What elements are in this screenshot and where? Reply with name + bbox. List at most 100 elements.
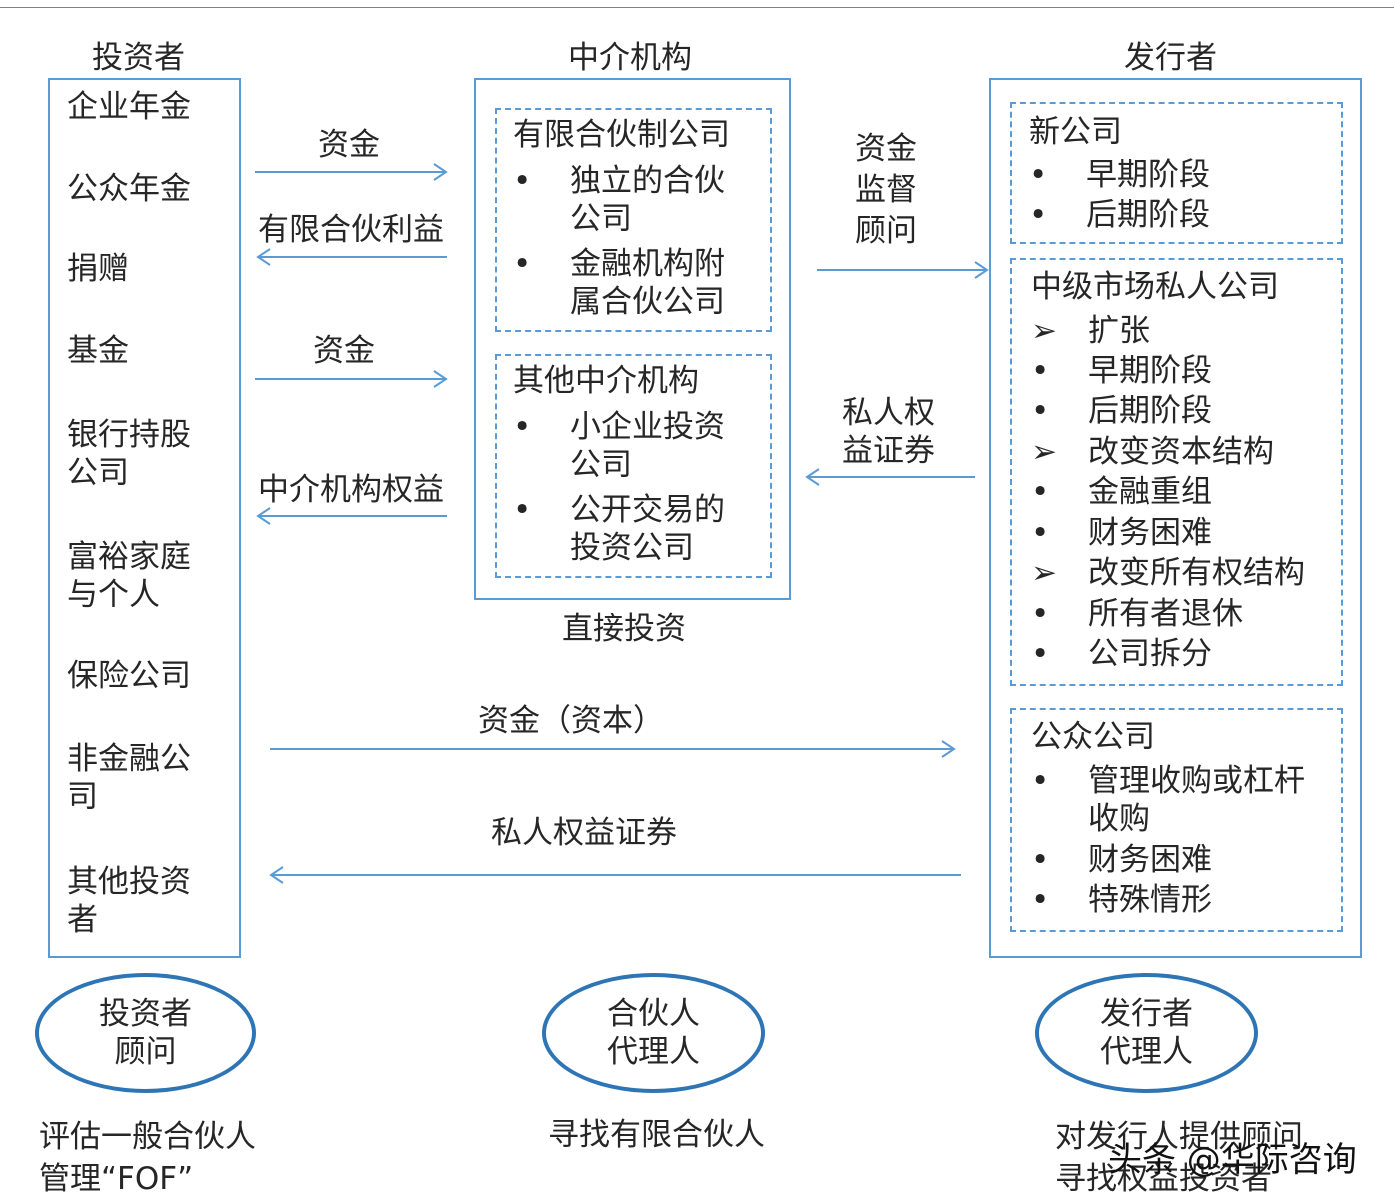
arrowhead-icon bbox=[974, 261, 989, 279]
lp-company-title: 有限合伙制公司 bbox=[513, 117, 730, 153]
list-item-label: 早期阶段 bbox=[1088, 353, 1212, 389]
list-item-label: 改变所有权结构 bbox=[1088, 555, 1305, 591]
investor-item: 公众年金 bbox=[67, 171, 191, 207]
issuer-agent-role: 对发行人提供顾问 寻找权益投资者 bbox=[1055, 1119, 1303, 1197]
bullet-icon: • bbox=[1031, 882, 1050, 918]
list-item: • 管理收购或杠杆 收购 bbox=[1031, 762, 1331, 842]
bullet-icon: • bbox=[1029, 197, 1048, 233]
list-item: • 小企业投资 公司 bbox=[513, 408, 763, 488]
bullet-icon: • bbox=[1031, 393, 1050, 429]
list-item-label: 管理收购或杠杆 收购 bbox=[1088, 763, 1305, 837]
arrowhead-icon bbox=[805, 468, 820, 486]
flow-label-private-equity-securities: 私人权益证券 bbox=[491, 815, 677, 851]
bullet-icon: • bbox=[1029, 157, 1048, 193]
list-item: • 财务困难 bbox=[1031, 514, 1331, 552]
investor-item: 富裕家庭 与个人 bbox=[67, 539, 191, 613]
arrowhead-icon bbox=[256, 248, 271, 266]
list-item: • 后期阶段 bbox=[1029, 196, 1329, 234]
investor-item: 保险公司 bbox=[67, 658, 191, 694]
bullet-icon: • bbox=[1031, 474, 1050, 510]
other-intermediaries-box: 其他中介机构 • 小企业投资 公司 • 公开交易的 投资公司 bbox=[495, 354, 772, 578]
partner-agent-role: 寻找有限合伙人 bbox=[548, 1117, 765, 1153]
list-item: • 财务困难 bbox=[1031, 841, 1331, 879]
investor-item: 非金融公 司 bbox=[67, 741, 191, 815]
list-item-label: 小企业投资 公司 bbox=[570, 409, 725, 483]
investor-item: 基金 bbox=[67, 333, 129, 369]
middle-market-box: 中级市场私人公司 ➢ 扩张 • 早期阶段 • 后期阶段 ➢ 改变资本结构 • 金… bbox=[1010, 258, 1343, 686]
list-item-label: 金融机构附 属合伙公司 bbox=[570, 246, 725, 320]
bullet-icon: • bbox=[1031, 763, 1050, 799]
new-company-box: 新公司 • 早期阶段 • 后期阶段 bbox=[1010, 102, 1343, 244]
flow-label-funds-capital: 资金（资本） bbox=[478, 703, 664, 739]
middle-market-title: 中级市场私人公司 bbox=[1031, 269, 1279, 305]
list-item: • 后期阶段 bbox=[1031, 392, 1331, 430]
issuers-box: 新公司 • 早期阶段 • 后期阶段 中级市场私人公司 ➢ 扩张 • 早期阶段 •… bbox=[989, 78, 1362, 958]
list-item: ➢ 改变所有权结构 bbox=[1031, 554, 1331, 592]
list-item: • 特殊情形 bbox=[1031, 881, 1331, 919]
investors-column-title: 投资者 bbox=[92, 40, 185, 76]
list-item-label: 后期阶段 bbox=[1088, 393, 1212, 429]
public-company-title: 公众公司 bbox=[1031, 719, 1155, 755]
issuers-column-title: 发行者 bbox=[1124, 40, 1217, 76]
bullet-icon: • bbox=[1031, 842, 1050, 878]
list-item: • 早期阶段 bbox=[1029, 156, 1329, 194]
issuer-agent-label: 发行者 代理人 bbox=[1100, 996, 1193, 1070]
arrowhead-icon bbox=[433, 370, 448, 388]
partner-agent-ellipse: 合伙人 代理人 bbox=[542, 973, 765, 1093]
investor-advisor-label: 投资者 顾问 bbox=[99, 996, 192, 1070]
arrowhead-icon bbox=[941, 740, 956, 758]
flow-label-private-equity-securities: 私人权 益证券 bbox=[842, 395, 935, 469]
bullet-icon: • bbox=[513, 163, 532, 199]
list-item: ➢ 改变资本结构 bbox=[1031, 433, 1331, 471]
list-item-label: 财务困难 bbox=[1088, 515, 1212, 551]
arrow-marker-icon: ➢ bbox=[1031, 434, 1057, 470]
list-item-label: 特殊情形 bbox=[1088, 882, 1212, 918]
list-item: • 金融机构附 属合伙公司 bbox=[513, 245, 763, 325]
other-intermediaries-title: 其他中介机构 bbox=[513, 363, 699, 399]
investor-advisor-role: 评估一般合伙人 管理“FOF” bbox=[39, 1119, 256, 1197]
intermediaries-box: 有限合伙制公司 • 独立的合伙 公司 • 金融机构附 属合伙公司 其他中介机构 … bbox=[474, 78, 791, 600]
list-item: • 公司拆分 bbox=[1031, 635, 1331, 673]
flow-label-funds-supervision-advice: 资金 监督 顾问 bbox=[855, 131, 917, 249]
flow-label-funds: 资金 bbox=[313, 333, 375, 369]
list-item-label: 独立的合伙 公司 bbox=[570, 163, 725, 237]
bullet-icon: • bbox=[513, 246, 532, 282]
bullet-icon: • bbox=[1031, 636, 1050, 672]
investor-advisor-ellipse: 投资者 顾问 bbox=[35, 973, 256, 1093]
list-item: • 公开交易的 投资公司 bbox=[513, 491, 763, 571]
list-item: • 所有者退休 bbox=[1031, 595, 1331, 633]
investor-item: 企业年金 bbox=[67, 89, 191, 125]
watermark: 头条 @华际咨询 bbox=[1108, 1140, 1357, 1180]
list-item: • 早期阶段 bbox=[1031, 352, 1331, 390]
list-item: • 金融重组 bbox=[1031, 473, 1331, 511]
arrowhead-icon bbox=[433, 163, 448, 181]
list-item-label: 公开交易的 投资公司 bbox=[570, 492, 725, 566]
flow-label-lp-interest: 有限合伙利益 bbox=[258, 212, 444, 248]
list-item-label: 金融重组 bbox=[1088, 474, 1212, 510]
public-company-box: 公众公司 • 管理收购或杠杆 收购 • 财务困难 • 特殊情形 bbox=[1010, 708, 1343, 932]
lp-company-box: 有限合伙制公司 • 独立的合伙 公司 • 金融机构附 属合伙公司 bbox=[495, 108, 772, 332]
list-item-label: 早期阶段 bbox=[1086, 157, 1210, 193]
investor-item: 银行持股 公司 bbox=[67, 417, 191, 491]
list-item: ➢ 扩张 bbox=[1031, 312, 1331, 350]
list-item: • 独立的合伙 公司 bbox=[513, 162, 763, 242]
issuer-agent-ellipse: 发行者 代理人 bbox=[1035, 973, 1258, 1093]
bullet-icon: • bbox=[513, 492, 532, 528]
flow-label-funds: 资金 bbox=[318, 127, 380, 163]
bullet-icon: • bbox=[513, 409, 532, 445]
arrowhead-icon bbox=[269, 866, 284, 884]
direct-investment-label: 直接投资 bbox=[562, 611, 686, 647]
list-item-label: 改变资本结构 bbox=[1088, 434, 1274, 470]
arrow-marker-icon: ➢ bbox=[1031, 555, 1057, 591]
top-divider bbox=[0, 7, 1394, 8]
flow-label-intermediary-equity: 中介机构权益 bbox=[258, 472, 444, 508]
investor-item: 其他投资 者 bbox=[67, 864, 191, 938]
list-item-label: 公司拆分 bbox=[1088, 636, 1212, 672]
list-item-label: 所有者退休 bbox=[1088, 596, 1243, 632]
investor-item: 捐赠 bbox=[67, 251, 129, 287]
bullet-icon: • bbox=[1031, 353, 1050, 389]
new-company-title: 新公司 bbox=[1029, 114, 1122, 150]
bullet-icon: • bbox=[1031, 515, 1050, 551]
intermediaries-column-title: 中介机构 bbox=[568, 40, 692, 76]
